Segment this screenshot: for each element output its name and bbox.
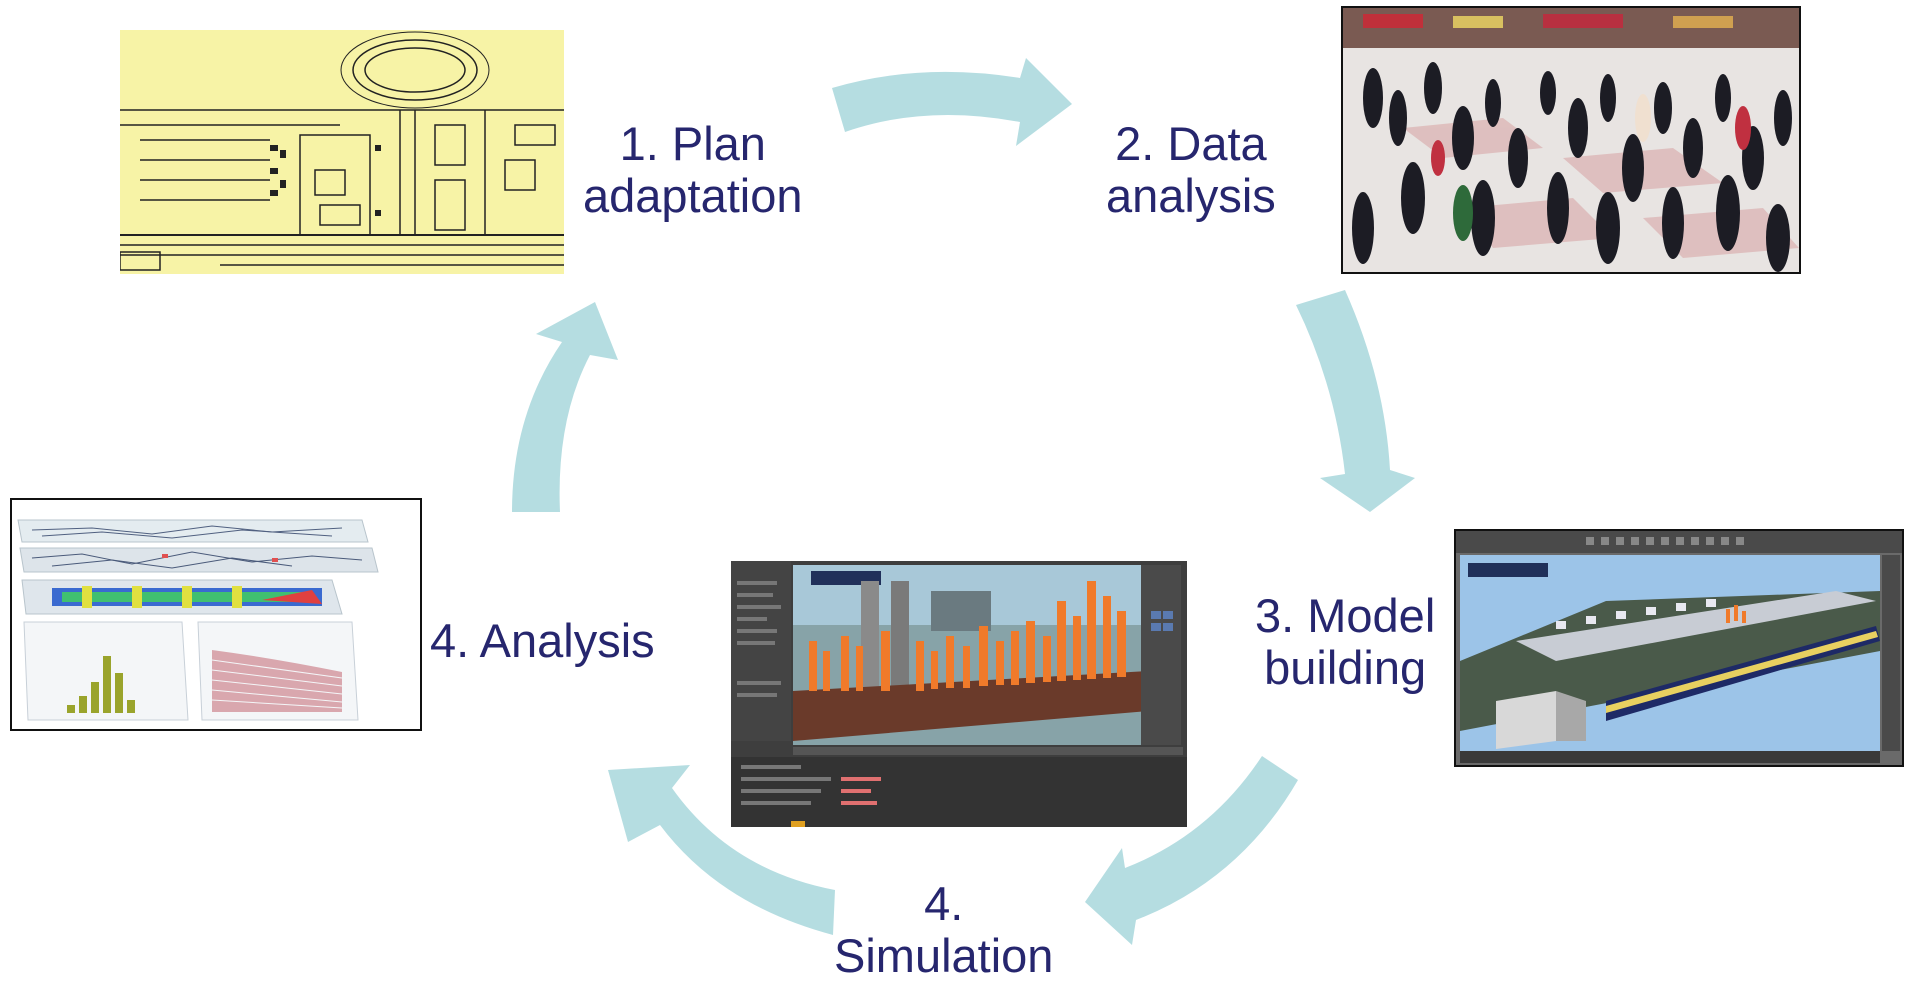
arrow-analysis-to-plan xyxy=(512,302,618,512)
arrow-data-to-model xyxy=(1296,290,1415,512)
step-model-line2: building xyxy=(1264,640,1427,694)
step-sim-label: 4. Simulation xyxy=(834,878,1053,981)
step-plan-line1: 1. Plan xyxy=(619,117,766,170)
step-analysis-label: 4. Analysis xyxy=(430,615,655,667)
step-model-label: 3. Model building xyxy=(1255,590,1435,693)
analysis-charts-image xyxy=(10,498,422,731)
arrow-model-to-sim xyxy=(1085,756,1298,945)
step-data-line1: 2. Data xyxy=(1115,117,1267,170)
model-building-screenshot xyxy=(1454,529,1904,767)
step-plan-line2: adaptation xyxy=(583,168,803,222)
arrow-plan-to-data xyxy=(832,58,1072,146)
step-analysis-line1: 4. Analysis xyxy=(430,614,655,667)
step-model-line1: 3. Model xyxy=(1255,589,1436,642)
simulation-screenshot xyxy=(731,561,1187,827)
crowd-photo xyxy=(1341,6,1801,274)
step-data-line2: analysis xyxy=(1106,168,1276,222)
step-sim-line2: Simulation xyxy=(834,928,1054,982)
floor-plan-image xyxy=(120,30,564,274)
arrow-sim-to-analysis xyxy=(608,765,835,935)
step-data-label: 2. Data analysis xyxy=(1106,118,1276,221)
step-plan-label: 1. Plan adaptation xyxy=(583,118,803,221)
step-sim-line1: 4. xyxy=(924,877,964,930)
